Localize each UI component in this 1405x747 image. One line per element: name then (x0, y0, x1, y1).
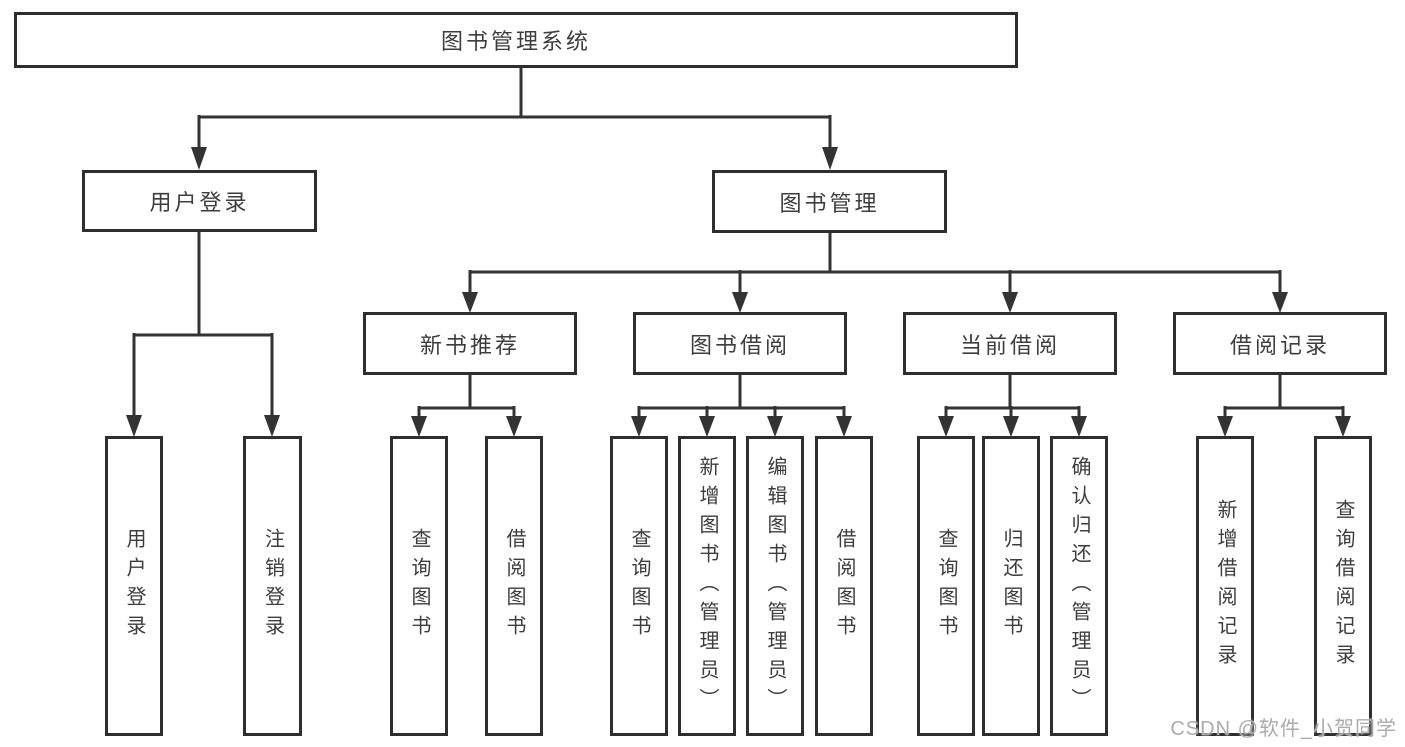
node-borrow-records: 借阅记录 (1173, 312, 1387, 375)
leaf-confirm-return-admin: 确认归还（管理员） (1050, 436, 1108, 736)
node-new-book-recommend: 新书推荐 (363, 312, 577, 375)
node-current-borrow: 当前借阅 (903, 312, 1117, 375)
leaf-return-books: 归还图书 (982, 436, 1040, 736)
leaf-query-books-borrow: 查询图书 (610, 436, 668, 736)
leaf-add-books-admin: 新增图书（管理员） (678, 436, 736, 736)
leaf-borrow-books-recommend: 借阅图书 (485, 436, 543, 736)
node-book-management: 图书管理 (712, 170, 947, 233)
leaf-query-borrow-record: 查询借阅记录 (1314, 436, 1372, 736)
leaf-logout: 注销登录 (243, 436, 302, 736)
leaf-user-login: 用户登录 (105, 436, 163, 736)
node-user-login: 用户登录 (82, 170, 317, 232)
leaf-edit-books-admin: 编辑图书（管理员） (746, 436, 804, 736)
leaf-query-books-recommend: 查询图书 (390, 436, 448, 736)
node-book-borrow: 图书借阅 (633, 312, 847, 375)
csdn-watermark: CSDN @软件_小贺同学 (1170, 718, 1397, 740)
leaf-borrow-books: 借阅图书 (815, 436, 873, 736)
leaf-query-books-current: 查询图书 (917, 436, 975, 736)
node-root: 图书管理系统 (14, 12, 1018, 68)
leaf-add-borrow-record: 新增借阅记录 (1196, 436, 1254, 736)
